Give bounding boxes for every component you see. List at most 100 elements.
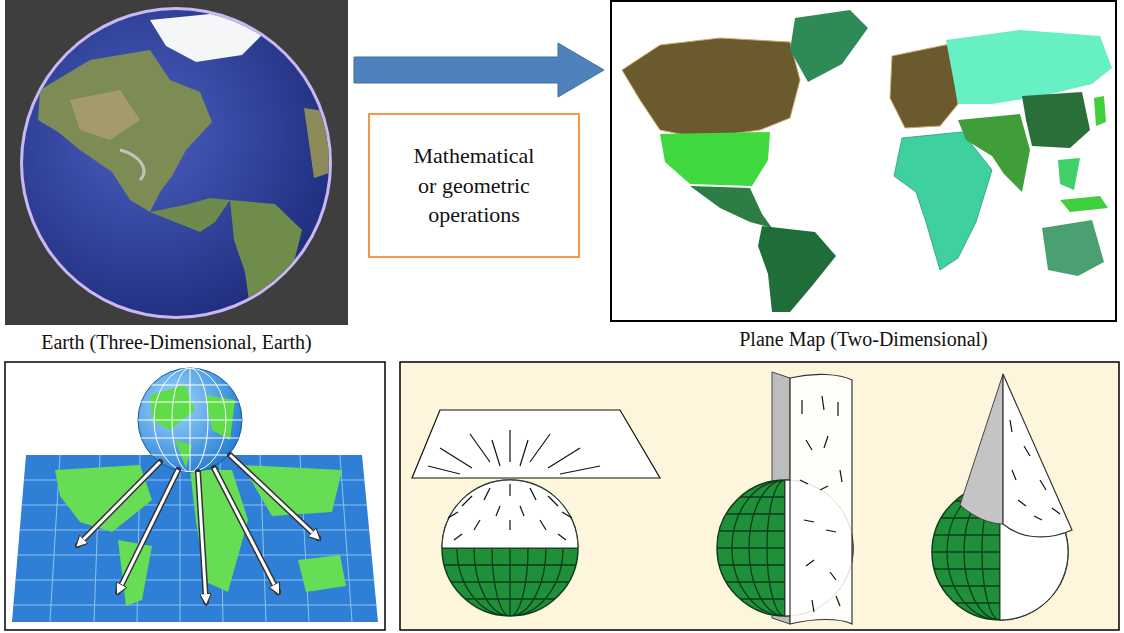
projected-lines [454,534,462,540]
projected-lines [509,484,510,496]
world-map [790,10,868,82]
conic-projection [1003,374,1072,537]
projected-lines [540,520,546,530]
globe-grid [130,360,250,480]
projected-lines [1052,508,1060,514]
projection-arrows [230,455,318,538]
projected-lines [804,520,814,522]
projected-lines [530,488,536,500]
map-continents [118,540,152,606]
earth-globe-image [20,7,332,319]
projection-arrows [214,468,278,592]
earth-globe-image [304,108,332,178]
projected-lines [830,572,836,580]
earth-globe-image [150,12,272,62]
globe-grid [172,368,208,472]
cylindrical-projection [715,372,855,624]
conic-projection [960,374,1003,524]
projected-lines [800,396,842,612]
world-map [660,132,770,186]
earth-globe-image [120,150,144,180]
world-map [890,44,958,128]
projection-arrows [78,455,318,602]
projected-lines [440,448,472,468]
world-map [1060,196,1108,212]
planar-projection [440,478,580,618]
projected-lines [800,480,808,484]
globe-grid [190,360,191,480]
projection-arrows [118,470,178,592]
projection-arrows [198,472,206,602]
projection-surfaces [400,362,1119,630]
map-continents [242,465,342,516]
projected-lines [1018,500,1026,506]
earth-globe-image [23,10,329,316]
projected-lines [1040,480,1046,490]
projected-lines [562,512,572,518]
earth-globe-image [38,50,212,212]
projected-lines [837,402,838,416]
projected-lines [496,506,500,516]
cylindrical-projection [790,374,852,624]
projected-lines [820,486,828,490]
world-map [958,114,1030,192]
projected-lines [1010,420,1060,520]
projection-arrows [78,455,318,602]
projected-lines [428,466,460,474]
map-frame: Plane Map (Two-Dimensional) [610,0,1117,351]
world-map [1042,220,1104,276]
projected-lines [1010,420,1012,432]
projected-lines [462,496,472,506]
world-map [1058,158,1080,190]
projected-lines [520,440,528,466]
projection-panel [5,360,385,630]
globe-grid [154,368,226,472]
map-continents [55,465,346,606]
world-map [622,38,800,138]
map-grid [180,455,181,622]
projected-lines [470,434,490,462]
map-grid [20,530,369,531]
planar-projection [412,410,660,478]
earth-globe-image [5,0,348,325]
projected-lines [448,512,458,518]
world-map [758,226,836,312]
projection-panel [5,362,385,630]
projected-lines [840,470,842,482]
map-grid [18,555,372,556]
world-map [1094,96,1106,126]
projected-lines [822,396,824,410]
world-map [946,30,1112,104]
map-grid [14,605,376,606]
projected-lines [530,434,550,462]
conic-projection [930,374,1072,622]
world-map [1022,92,1090,148]
projected-lines [484,488,490,500]
projected-lines [812,600,814,612]
figure-caption: Plane Map (Two-Dimensional) [610,328,1117,351]
world-map [690,186,772,228]
world-map [894,132,992,270]
projected-lines [492,440,500,466]
world-map [622,10,1112,312]
projected-lines [509,520,510,530]
projected-lines [558,534,566,540]
projected-lines [1024,446,1030,456]
projected-lines [428,430,600,540]
projection-panel [12,455,378,622]
projected-lines [806,560,814,566]
earth-image: Earth (Three-Dimensional, Earth) [5,0,348,354]
projected-lines [520,506,524,516]
projected-lines [836,596,840,606]
map-grid [340,455,352,622]
planar-projection [412,410,660,618]
earth-globe-image [38,12,332,308]
operation-box: Mathematical or geometric operations [368,113,580,258]
projection-arrows [214,468,278,592]
earth-globe-image [150,198,230,232]
earth-image-border [5,0,348,325]
earth-globe-image [70,90,140,140]
box-label: Mathematical or geometric operations [404,141,544,230]
projected-lines [548,448,580,468]
